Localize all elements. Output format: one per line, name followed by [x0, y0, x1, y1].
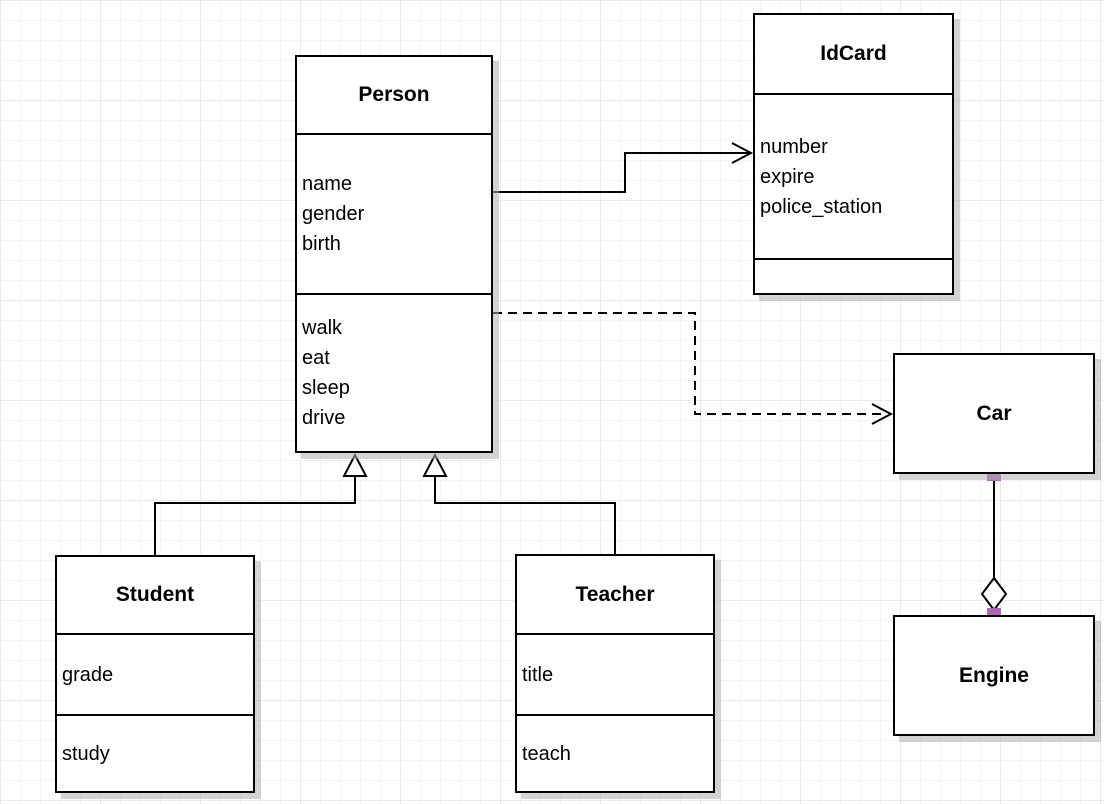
method: walk	[302, 317, 343, 339]
open-arrowhead-icon	[871, 403, 894, 425]
generalization-student-person[interactable]	[154, 452, 368, 555]
attribute: name	[302, 173, 353, 195]
class-attributes: grade	[57, 633, 253, 714]
class-car[interactable]: Car	[893, 353, 1095, 474]
class-methods: study	[57, 714, 253, 791]
dependency-person-car[interactable]	[493, 312, 894, 425]
class-person[interactable]: Person name gender birth walk eat sleep …	[295, 55, 493, 453]
method: teach	[522, 742, 571, 765]
class-methods: teach	[517, 714, 713, 791]
method: drive	[302, 407, 346, 429]
class-title: IdCard	[820, 42, 887, 65]
method: sleep	[302, 377, 350, 399]
class-attributes: name gender birth	[297, 133, 491, 293]
class-student[interactable]: Student grade study	[55, 555, 255, 793]
inheritance-triangle-icon	[422, 452, 448, 477]
inheritance-triangle-icon	[342, 452, 368, 477]
generalization-teacher-person[interactable]	[422, 452, 616, 554]
attribute: grade	[62, 663, 114, 686]
attribute: expire	[760, 165, 815, 188]
open-arrowhead-icon	[731, 142, 754, 164]
attribute: birth	[302, 233, 341, 255]
attribute: police_station	[760, 195, 883, 218]
class-engine[interactable]: Engine	[893, 615, 1095, 736]
class-teacher[interactable]: Teacher title teach	[515, 554, 715, 793]
class-attributes: number expire police_station	[755, 93, 952, 258]
class-idcard[interactable]: IdCard number expire police_station	[753, 13, 954, 295]
method: study	[62, 742, 110, 765]
association-person-idcard[interactable]	[493, 142, 754, 193]
class-title: Car	[976, 401, 1012, 425]
class-title: Teacher	[575, 582, 655, 606]
aggregation-car-engine[interactable]	[980, 467, 1008, 622]
aggregation-diamond-icon	[980, 576, 1008, 612]
class-methods: walk eat sleep drive	[297, 293, 491, 451]
attribute: number	[760, 135, 828, 158]
class-title: Student	[115, 583, 195, 606]
method: eat	[302, 347, 330, 369]
attribute: title	[522, 663, 554, 686]
class-title: Person	[358, 83, 430, 106]
attribute: gender	[302, 203, 365, 225]
class-title: Engine	[958, 663, 1029, 687]
class-attributes: title	[517, 633, 713, 714]
class-methods	[755, 258, 952, 293]
